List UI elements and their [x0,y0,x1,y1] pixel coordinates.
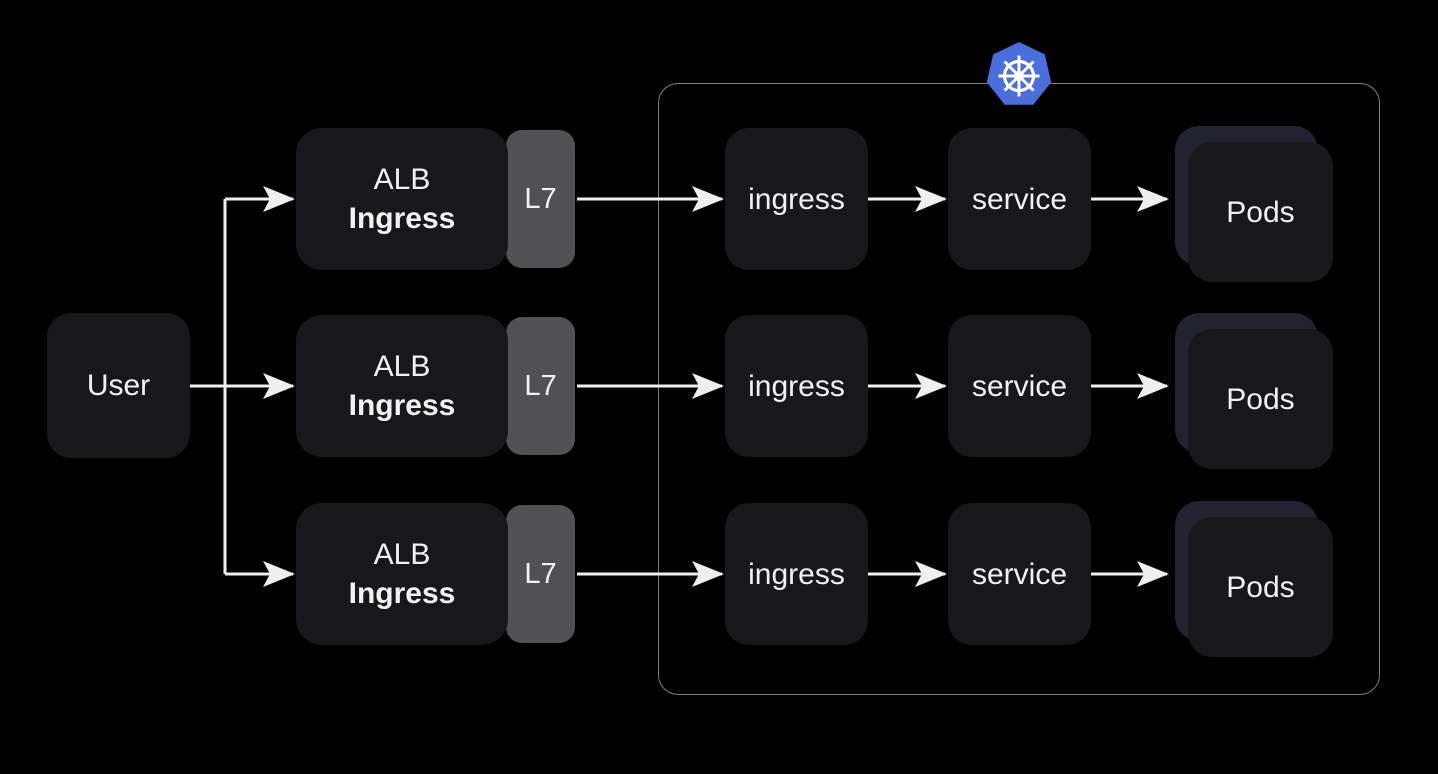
kubernetes-wheel [998,55,1040,97]
alb-ingress-node: ALB Ingress [296,128,508,270]
kubernetes-icon [985,41,1053,109]
l7-badge: L7 [506,130,575,268]
alb-label-line1: ALB [373,350,431,383]
pods-node: Pods [1188,142,1333,282]
alb-label-line1: ALB [373,538,431,571]
ingress-node: ingress [725,503,868,645]
ingress-node: ingress [725,128,868,270]
ingress-node: ingress [725,315,868,457]
service-node: service [948,128,1091,270]
alb-label-line1: ALB [373,163,431,196]
user-label: User [86,369,151,402]
alb-ingress-node: ALB Ingress [296,315,508,457]
alb-label-line2: Ingress [348,577,456,610]
alb-ingress-node: ALB Ingress [296,503,508,645]
pods-node: Pods [1188,329,1333,469]
user-node: User [47,313,190,458]
service-node: service [948,315,1091,457]
alb-label-line2: Ingress [348,389,456,422]
l7-badge: L7 [506,505,575,643]
l7-badge: L7 [506,317,575,455]
alb-label-line2: Ingress [348,202,456,235]
pods-node: Pods [1188,517,1333,657]
service-node: service [948,503,1091,645]
